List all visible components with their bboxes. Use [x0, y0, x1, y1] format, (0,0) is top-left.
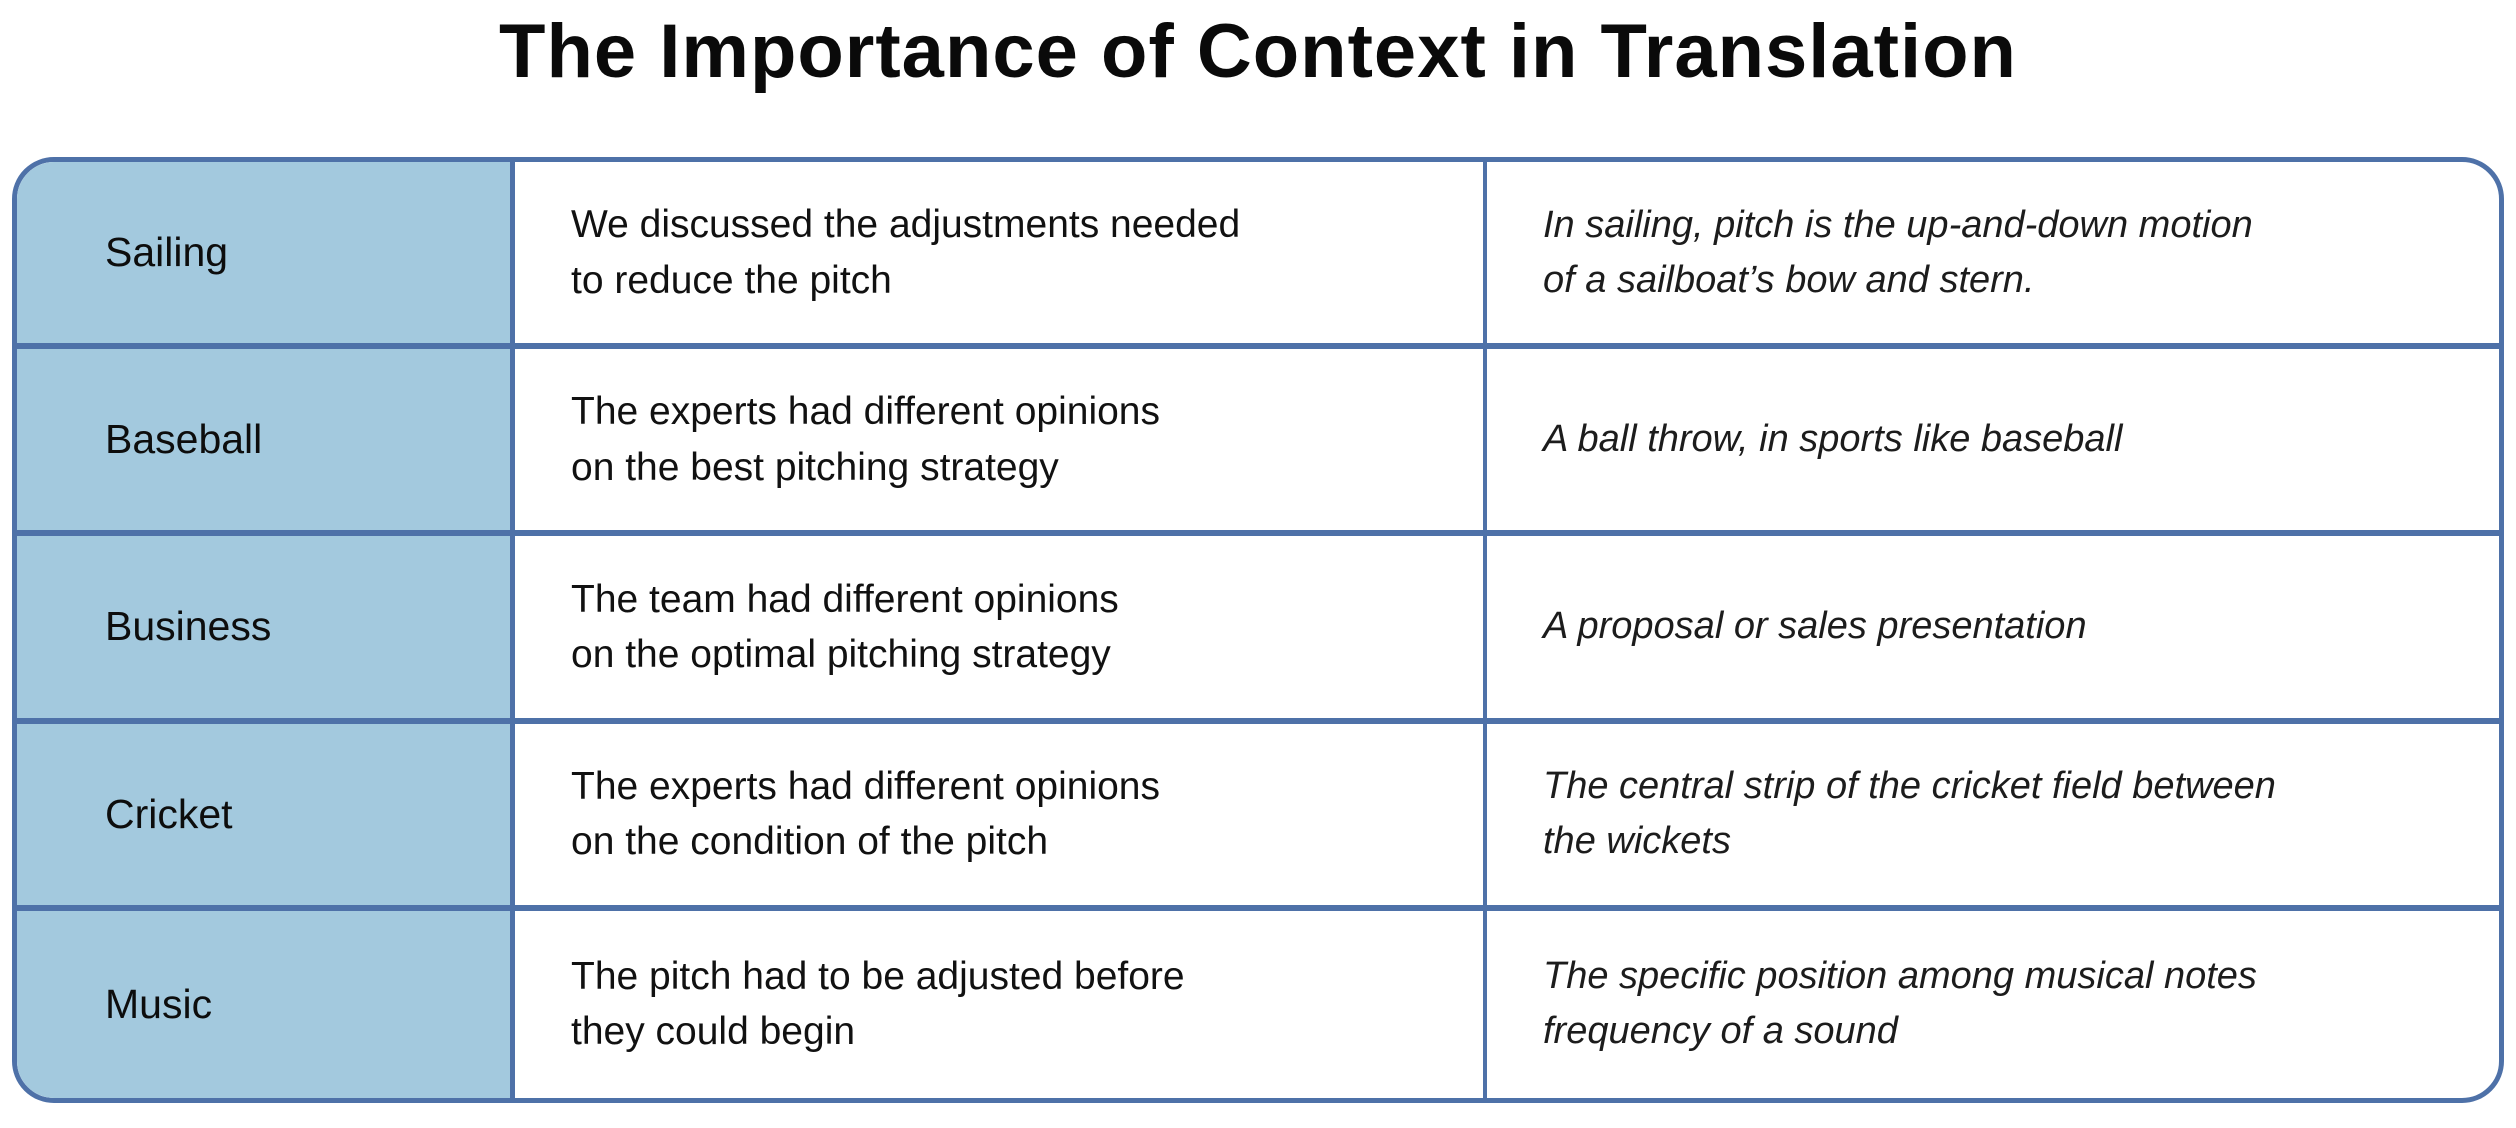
category-cell: Music: [17, 910, 515, 1098]
table-row-sailing: Sailing We discussed the adjustments nee…: [17, 162, 2499, 350]
example-cell: The pitch had to be adjusted before they…: [515, 910, 1487, 1098]
category-cell: Baseball: [17, 349, 515, 531]
category-cell: Sailing: [17, 162, 515, 344]
page-title: The Importance of Context in Translation: [499, 9, 2017, 94]
table-row-cricket: Cricket The experts had different opinio…: [17, 723, 2499, 911]
meaning-cell: A ball throw, in sports like baseball: [1543, 418, 2123, 461]
meaning-cell: The specific position among musical note…: [1543, 955, 2257, 1053]
table-row-business: Business The team had different opinions…: [17, 536, 2499, 724]
example-cell: The experts had different opinions on th…: [515, 349, 1487, 531]
example-cell: The experts had different opinions on th…: [515, 723, 1487, 905]
meaning-cell: In sailing, pitch is the up-and-down mot…: [1543, 203, 2253, 301]
example-cell: The team had different opinions on the o…: [515, 536, 1487, 718]
table-row-baseball: Baseball The experts had different opini…: [17, 349, 2499, 537]
example-cell: We discussed the adjustments needed to r…: [515, 162, 1487, 344]
category-cell: Business: [17, 536, 515, 718]
meaning-cell: A proposal or sales presentation: [1543, 605, 2087, 648]
meaning-cell: The central strip of the cricket field b…: [1543, 765, 2276, 863]
table-row-music: Music The pitch had to be adjusted befor…: [17, 910, 2499, 1098]
context-translation-table: Sailing We discussed the adjustments nee…: [12, 157, 2504, 1103]
category-cell: Cricket: [17, 723, 515, 905]
